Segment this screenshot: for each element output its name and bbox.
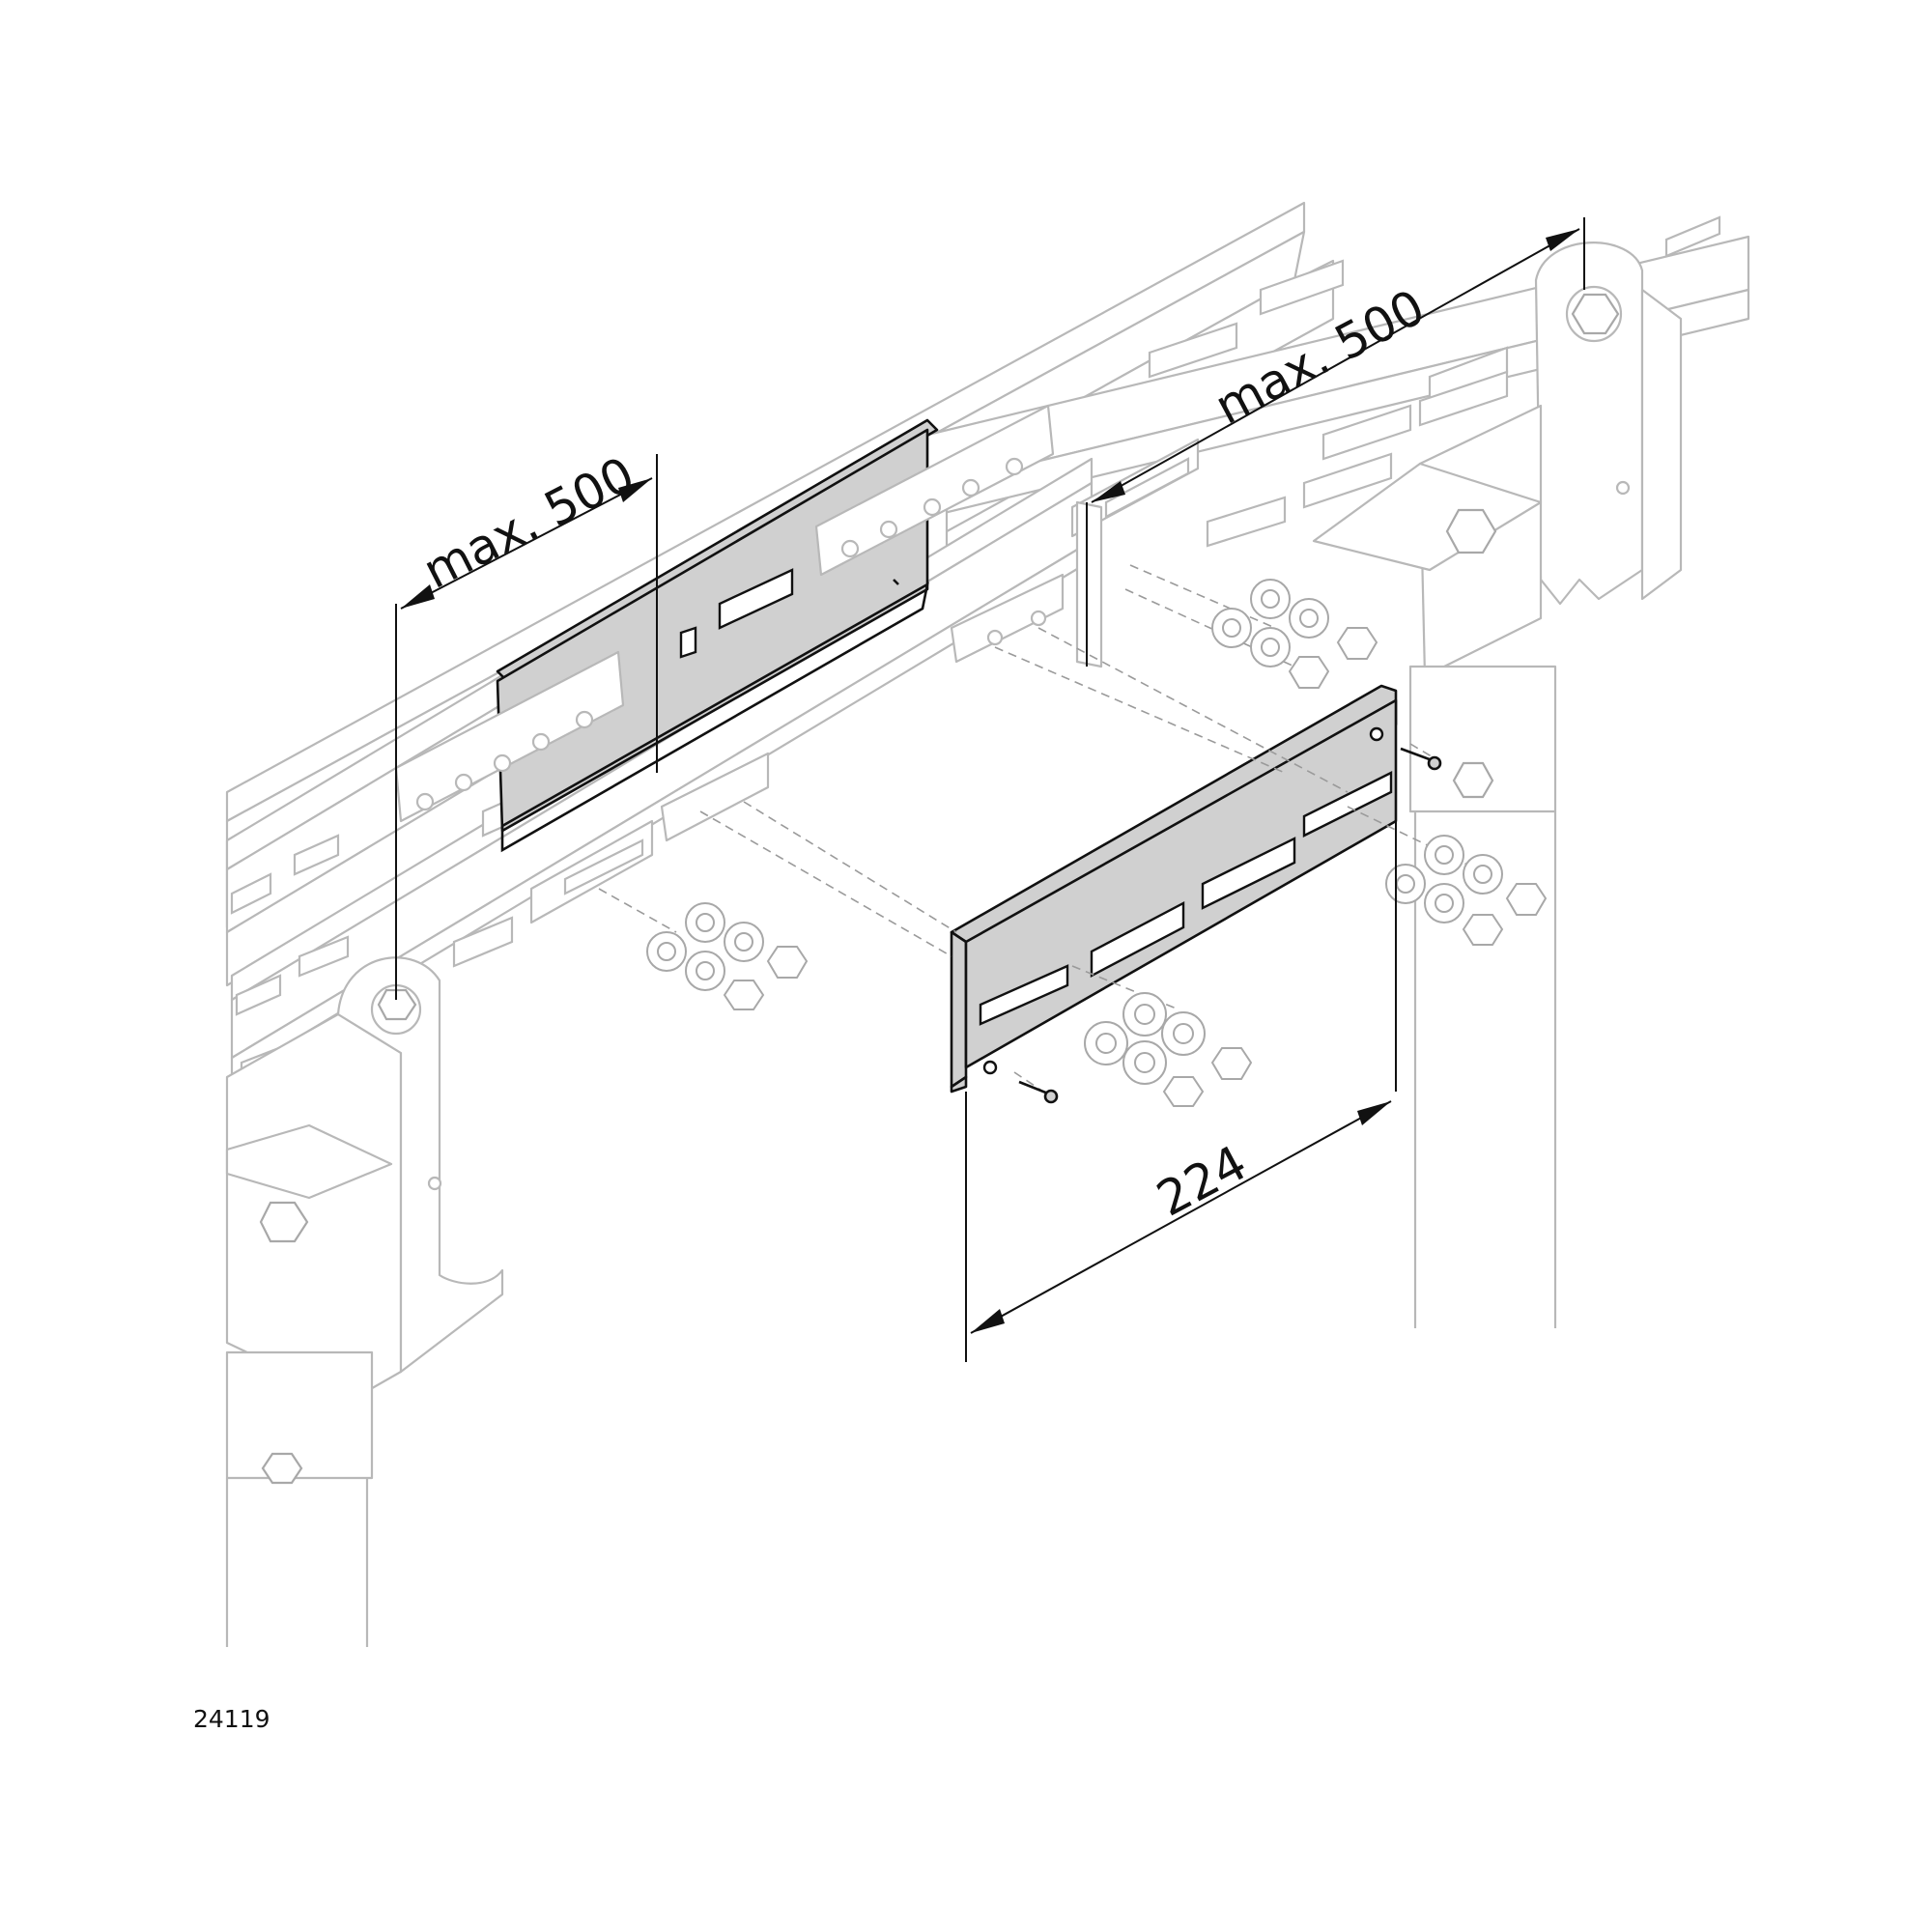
figure-id-label: 24119 [193, 1705, 270, 1733]
screws [1018, 747, 1442, 1104]
dimension-label-224: 224 [1148, 1135, 1255, 1228]
bolt-set-top-right [1211, 579, 1378, 689]
right-post-assembly [1312, 242, 1683, 1328]
splice-plates [394, 404, 1055, 823]
rail-clips [529, 438, 1200, 924]
splice-plate-holes-left [415, 710, 594, 811]
rear-rail-slots [1148, 215, 1721, 548]
screw-icon [1018, 1080, 1059, 1104]
bolt-set-left [646, 902, 809, 1010]
bolt-set-middle [1084, 992, 1253, 1107]
mounting-plate [950, 684, 1398, 1094]
left-post-assembly [225, 956, 504, 1647]
splice-plate-holes-right [840, 457, 1024, 558]
bolt-set-right [1385, 835, 1548, 946]
screw-icon [1400, 747, 1442, 771]
mounting-plate-slots [979, 771, 1393, 1026]
dimension-label-left: max. 500 [414, 446, 643, 600]
